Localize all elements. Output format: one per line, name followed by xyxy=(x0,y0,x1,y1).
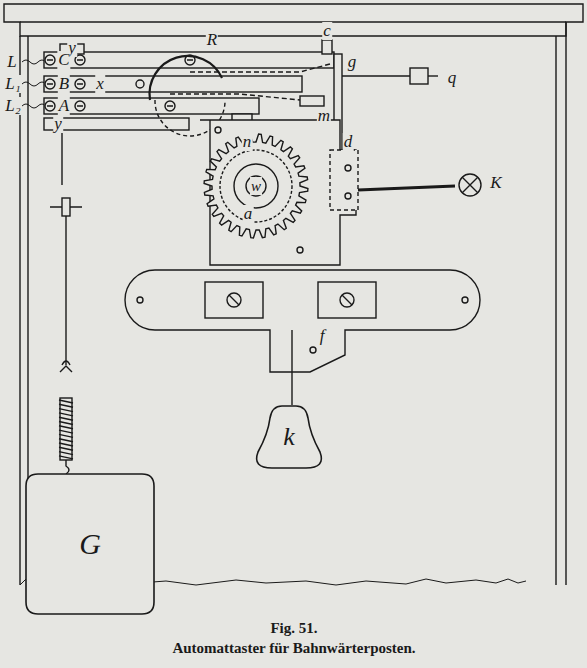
part-letter: q xyxy=(447,69,458,87)
part-letter: L₁ xyxy=(4,75,21,93)
weight-letter: G xyxy=(79,527,101,561)
part-letter: C xyxy=(57,51,70,69)
part-letter: K xyxy=(489,174,502,192)
part-letter: a xyxy=(243,205,254,223)
part-letter: f xyxy=(319,327,326,345)
figure-caption: Automattaster für Bahnwärterposten. xyxy=(172,640,415,657)
part-letter: w xyxy=(250,177,262,195)
part-letter: B xyxy=(58,75,70,93)
weight-outline-path xyxy=(257,406,322,468)
gear-ring xyxy=(234,164,278,208)
gear-wheel xyxy=(204,134,308,238)
part-letter: c xyxy=(322,22,332,40)
part-letter: y xyxy=(53,115,63,133)
weight-g: G xyxy=(24,472,156,616)
weight-k: k xyxy=(250,404,328,470)
part-letter: R xyxy=(206,31,218,49)
figure-number: Fig. 51. xyxy=(270,620,317,637)
weight-outline-path xyxy=(26,474,154,614)
spring-coil xyxy=(59,400,73,459)
part-letter: L₂ xyxy=(4,97,21,115)
part-letter: A xyxy=(58,97,70,115)
part-letter: g xyxy=(347,53,358,71)
gear-ring xyxy=(246,176,266,196)
part-letter: L xyxy=(6,53,17,71)
weight-letter: k xyxy=(283,422,295,452)
gear-ring xyxy=(220,150,292,222)
part-letter: m xyxy=(317,107,331,125)
part-letter: x xyxy=(95,75,105,93)
part-letter: d xyxy=(343,133,354,151)
part-letter: n xyxy=(242,133,253,151)
